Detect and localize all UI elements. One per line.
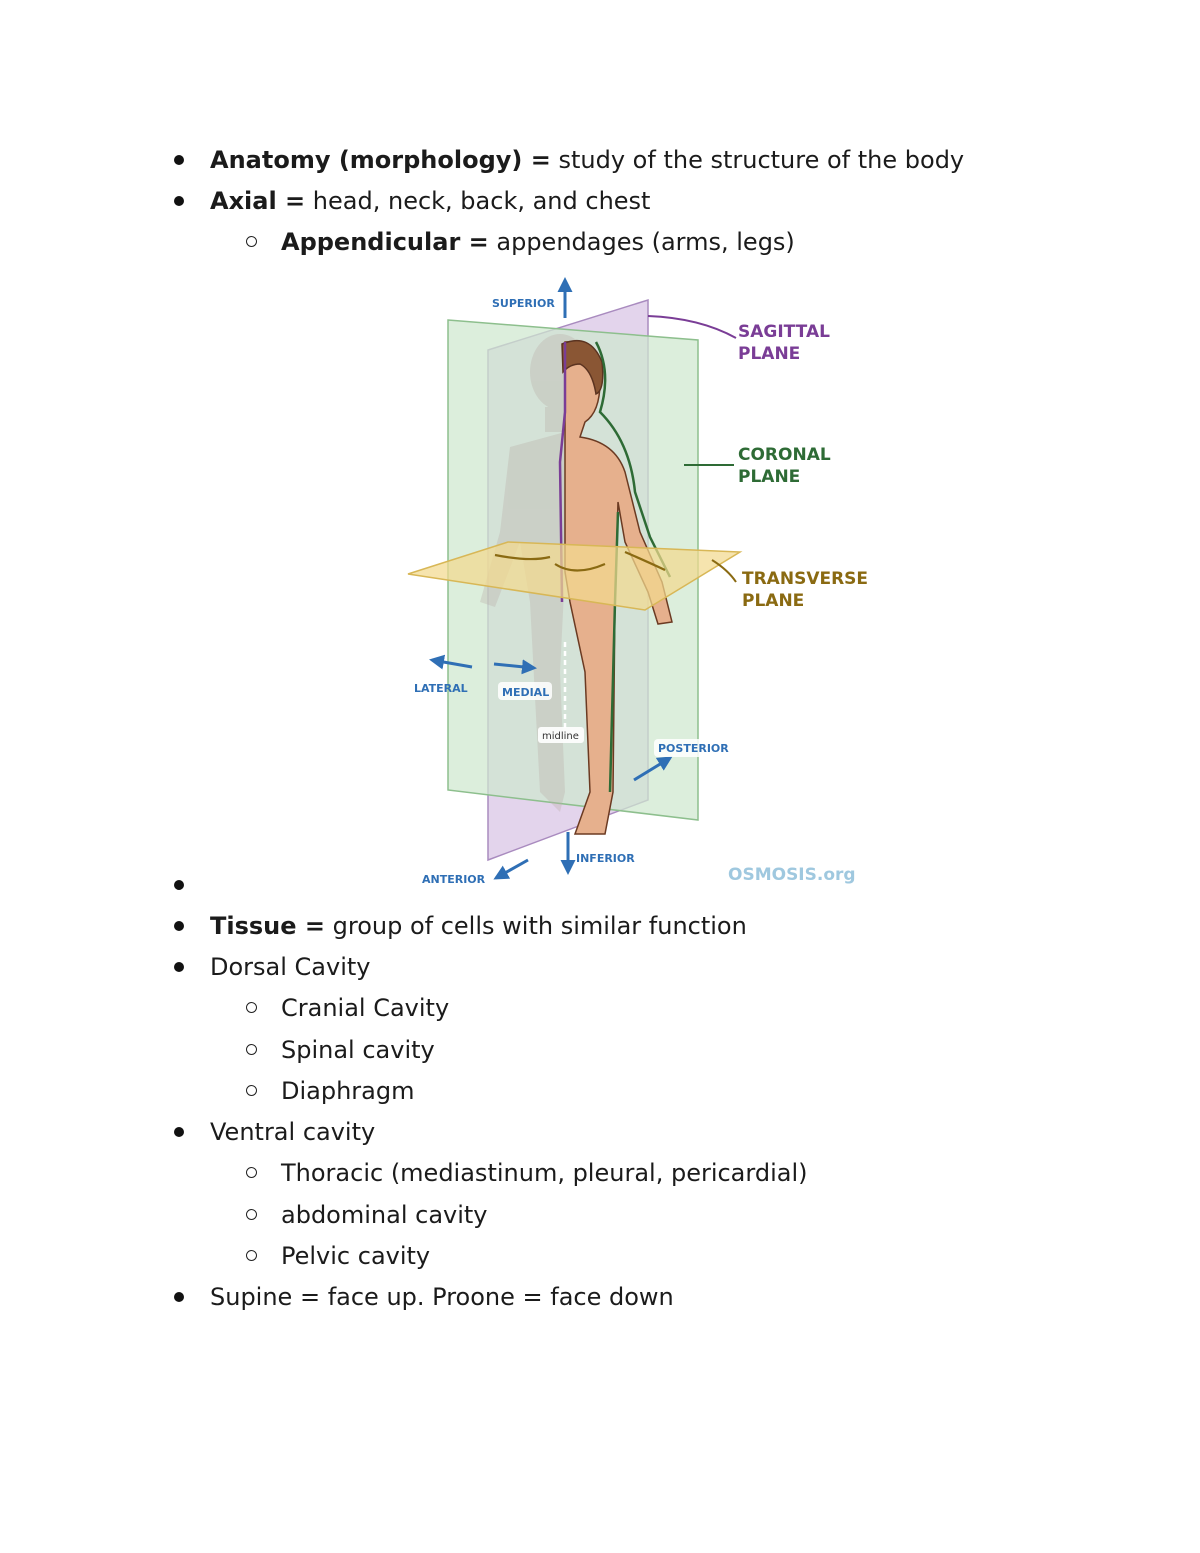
bullet-dot [174,1127,184,1137]
def-tissue: group of cells with similar function [325,912,747,940]
bullet-item-anatomy: Anatomy (morphology) = study of the stru… [174,145,964,175]
sub-item-thoracic: Thoracic (mediastinum, pleural, pericard… [246,1158,807,1188]
text-pelvic-cavity: Pelvic cavity [281,1242,431,1270]
sub-item-diaphragm: Diaphragm [246,1076,415,1106]
sagittal-label-2: PLANE [738,344,800,364]
posterior-arrow [633,756,673,782]
coronal-label-2: PLANE [738,467,800,487]
superior-label: SUPERIOR [492,297,555,310]
term-axial: Axial = [210,187,306,215]
medial-label: MEDIAL [502,686,549,699]
bullet-dot [174,962,184,972]
bullet-item-empty [174,870,210,900]
transverse-plane [407,541,743,611]
def-appendicular: appendages (arms, legs) [488,228,795,256]
text-spinal-cavity: Spinal cavity [281,1036,435,1064]
sub-item-appendicular: Appendicular = appendages (arms, legs) [246,227,795,257]
text-ventral-cavity: Ventral cavity [210,1118,376,1146]
sub-item-abdominal-cavity: abdominal cavity [246,1200,488,1230]
hollow-bullet [246,236,257,247]
anterior-arrow [493,858,529,880]
def-axial: head, neck, back, and chest [305,187,651,215]
sagittal-cut-line [558,342,567,603]
bullet-dot [174,155,184,165]
sub-item-pelvic-cavity: Pelvic cavity [246,1241,430,1271]
hollow-bullet [246,1085,257,1096]
transverse-label-2: PLANE [742,591,804,611]
bullet-item-axial: Axial = head, neck, back, and chest [174,186,650,216]
bullet-dot [174,1292,184,1302]
hollow-bullet [246,1167,257,1178]
lateral-label: LATERAL [414,682,468,695]
sagittal-leader [647,315,737,339]
medial-arrow [493,659,537,675]
text-cranial-cavity: Cranial Cavity [281,994,450,1022]
bullet-item-tissue: Tissue = group of cells with similar fun… [174,911,747,941]
lateral-arrow [429,654,473,670]
bullet-item-supine: Supine = face up. Proone = face down [174,1282,674,1312]
text-abdominal-cavity: abdominal cavity [281,1201,488,1229]
anterior-label: ANTERIOR [422,873,486,886]
planes-diagram: SUPERIOR SAGITTAL PLANE CORONAL PLANE TR… [407,277,868,886]
term-tissue: Tissue = [210,912,325,940]
midline-label: midline [542,731,579,742]
sagittal-label-1: SAGITTAL [738,322,830,342]
text-diaphragm: Diaphragm [281,1077,415,1105]
hollow-bullet [246,1250,257,1261]
bullet-dot [174,880,184,890]
term-anatomy: Anatomy (morphology) = [210,146,551,174]
bullet-item-dorsal-cavity: Dorsal Cavity [174,952,371,982]
term-appendicular: Appendicular = [281,228,489,256]
transverse-label-1: TRANSVERSE [742,569,868,589]
inferior-label: INFERIOR [576,852,635,865]
anatomical-planes-figure: SUPERIOR SAGITTAL PLANE CORONAL PLANE TR… [400,272,880,890]
sub-item-spinal-cavity: Spinal cavity [246,1035,435,1065]
text-dorsal-cavity: Dorsal Cavity [210,953,371,981]
bullet-item-ventral-cavity: Ventral cavity [174,1117,375,1147]
bullet-dot [174,196,184,206]
osmosis-logo: OSMOSIS.org [728,865,856,885]
posterior-label: POSTERIOR [658,742,729,755]
hollow-bullet [246,1209,257,1220]
bullet-dot [174,921,184,931]
text-thoracic: Thoracic (mediastinum, pleural, pericard… [281,1159,808,1187]
transverse-cut-line [494,550,666,572]
hollow-bullet [246,1002,257,1013]
transverse-leader [711,559,737,583]
sub-item-cranial-cavity: Cranial Cavity [246,993,449,1023]
text-supine: Supine = face up. Proone = face down [210,1283,674,1311]
hollow-bullet [246,1044,257,1055]
def-anatomy: study of the structure of the body [550,146,965,174]
coronal-label-1: CORONAL [738,445,831,465]
